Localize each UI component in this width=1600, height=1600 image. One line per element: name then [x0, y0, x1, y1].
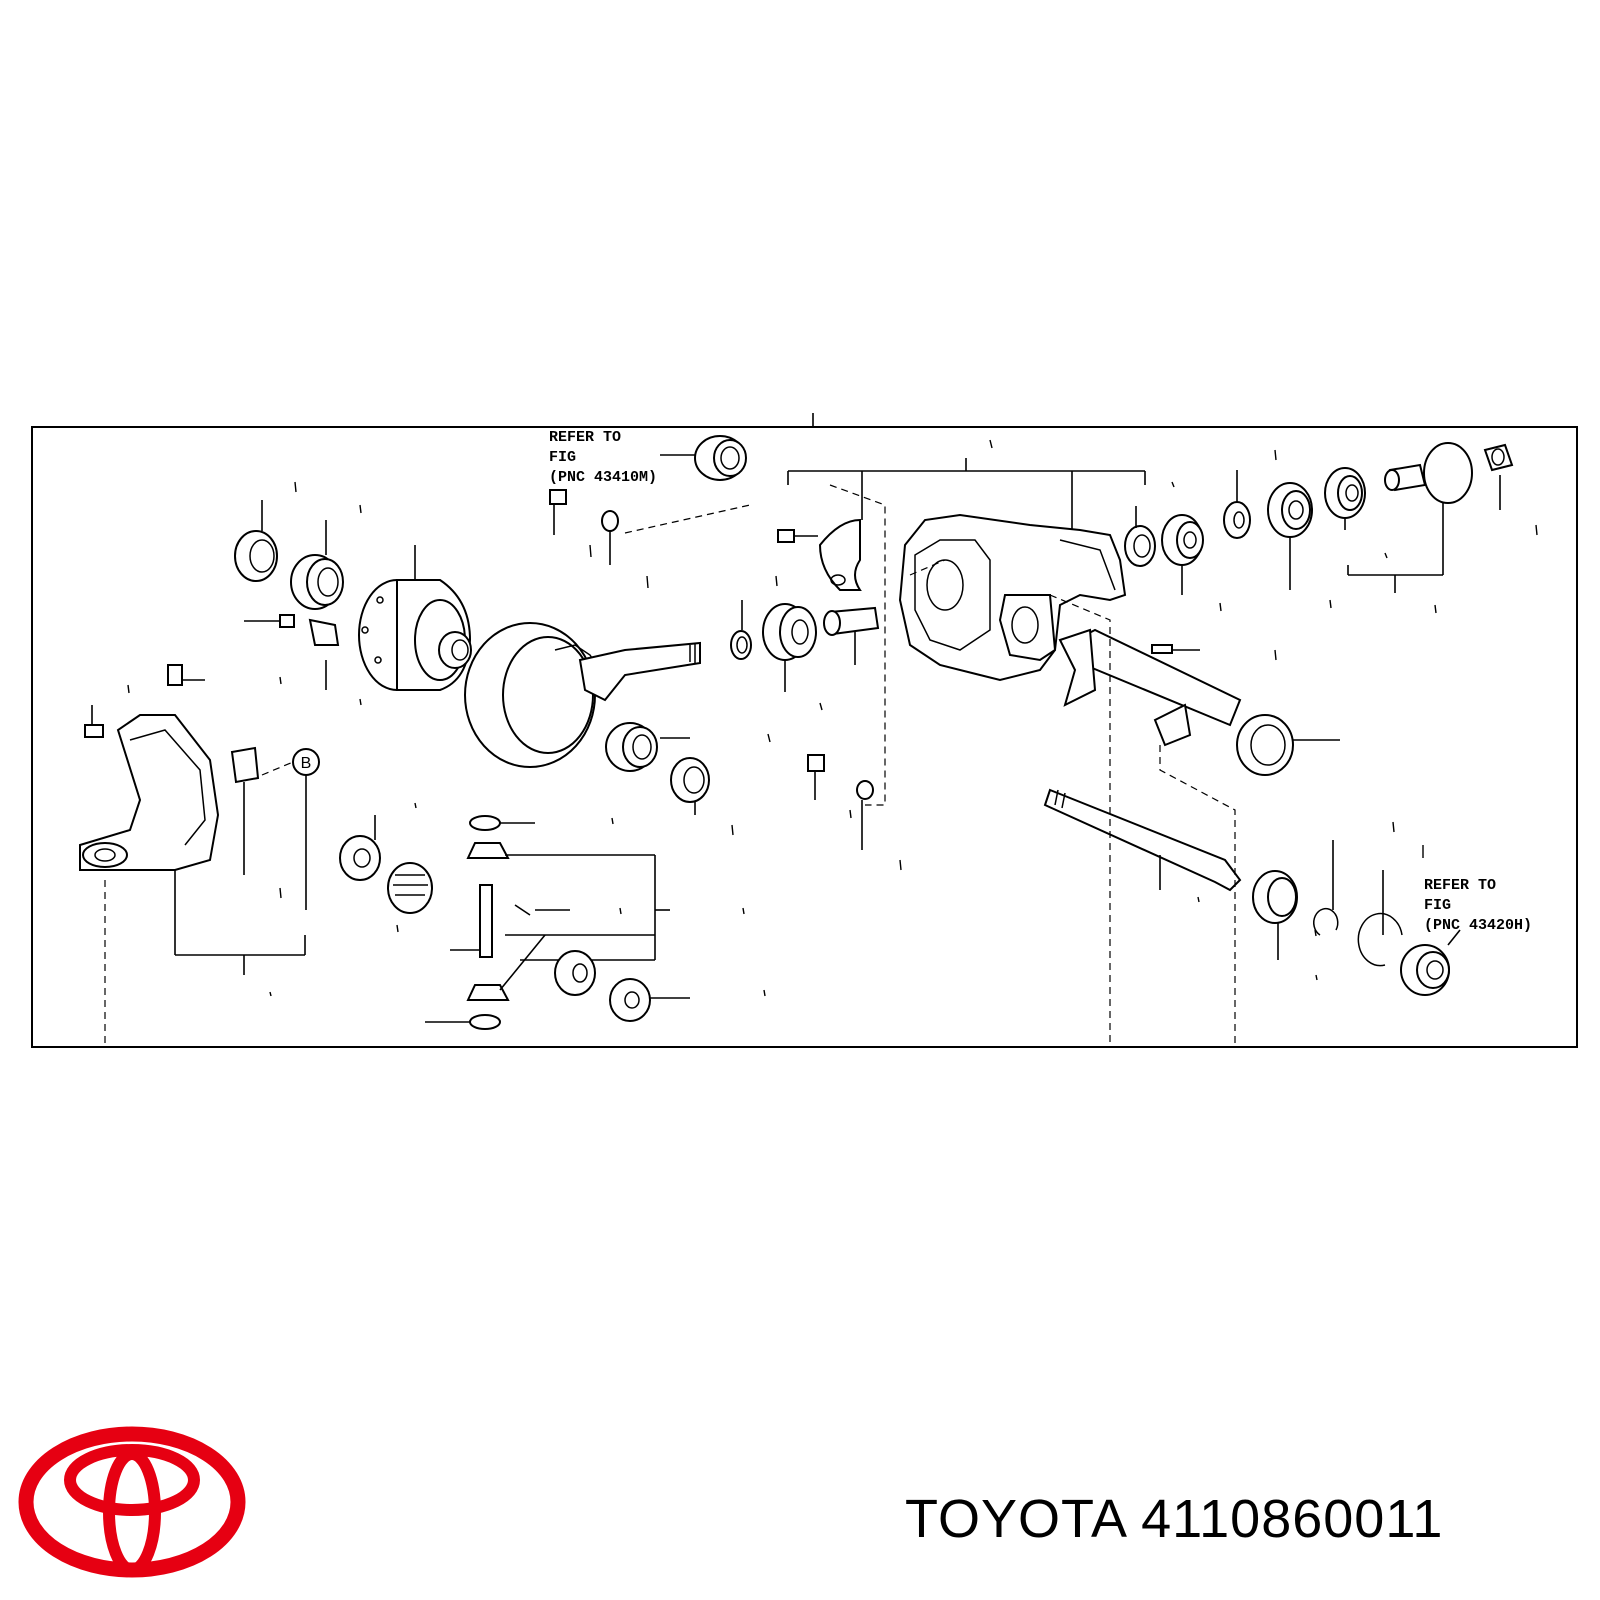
assembly-dash-2	[829, 484, 886, 806]
assembly-dash-4	[1049, 594, 1111, 1045]
differential-case	[358, 545, 472, 691]
seal-right-2	[1324, 467, 1366, 530]
oil-seal-right	[1400, 929, 1461, 996]
refer-right-line3: (PNC 43420H)	[1424, 917, 1532, 934]
snap-ring-1	[1313, 840, 1339, 936]
toyota-logo-icon	[18, 1426, 246, 1578]
callout-b-label: B	[301, 755, 312, 772]
lock-plate	[308, 618, 340, 690]
breather-plug	[167, 664, 205, 686]
drive-pinion	[578, 641, 701, 702]
bolt-left-2	[84, 705, 104, 738]
refer-right-line1: REFER TO	[1424, 877, 1496, 894]
thrust-washer-left	[339, 815, 381, 881]
bearing-cap	[777, 518, 862, 591]
washer-right-1	[1223, 470, 1251, 539]
bearing-left	[290, 520, 344, 610]
companion-flange	[1347, 442, 1473, 593]
pinion-gear-top	[466, 842, 670, 961]
carrier-bracket	[787, 458, 1146, 535]
pinion-shaft	[450, 884, 493, 958]
reference-ticks	[127, 439, 1538, 997]
assembly-dash-1	[624, 504, 751, 534]
nut-right	[1483, 443, 1514, 510]
refer-top-line2: FIG	[549, 449, 576, 466]
side-gear-right	[554, 950, 596, 996]
differential-carrier	[898, 513, 1127, 682]
assembly-dash-3	[909, 559, 946, 576]
snap-ring-2	[1357, 870, 1403, 967]
nut-mid	[807, 754, 825, 800]
refer-right-line2: FIG	[1424, 897, 1451, 914]
bearing-right-1	[1161, 514, 1204, 595]
collapsible-spacer	[823, 606, 880, 665]
brand-part-number: TOYOTA 4110860011	[905, 1488, 1443, 1550]
outer-bearing	[762, 603, 817, 692]
pinion-bearing	[605, 722, 690, 772]
pinion-washer-bottom	[425, 1014, 501, 1030]
pinion-washer-top	[469, 815, 535, 831]
pinion-gear-bottom	[466, 934, 546, 1001]
refer-top-line3: (PNC 43410M)	[549, 469, 657, 486]
axle-shaft	[1043, 788, 1242, 892]
oil-seal-top	[660, 435, 747, 481]
washer-mid	[856, 780, 874, 850]
brand-name: TOYOTA	[905, 1489, 1126, 1549]
assembly-dash-5	[1159, 745, 1236, 1045]
bearing-right-2	[1267, 482, 1313, 590]
bolt-small-top	[549, 489, 567, 535]
part-number: 4110860011	[1141, 1489, 1444, 1549]
thrust-washer-right	[609, 978, 690, 1022]
washer-left	[234, 500, 278, 582]
refer-top-line1: REFER TO	[549, 429, 621, 446]
plate-gasket	[230, 746, 260, 875]
seal-right-1	[1124, 506, 1156, 567]
pin	[514, 904, 570, 916]
pinion-washer	[670, 757, 710, 815]
washer-small-top	[601, 510, 619, 565]
carrier-cover	[79, 714, 306, 975]
bolt-left-1	[244, 614, 295, 628]
callout-b: B	[261, 748, 320, 910]
spacer-ring	[730, 600, 752, 660]
axle-housing-tube	[1058, 628, 1340, 776]
diagram-frame	[31, 426, 1578, 1048]
axle-bearing	[1252, 870, 1298, 960]
side-gear-left	[387, 862, 433, 914]
ring-gear	[464, 622, 611, 768]
